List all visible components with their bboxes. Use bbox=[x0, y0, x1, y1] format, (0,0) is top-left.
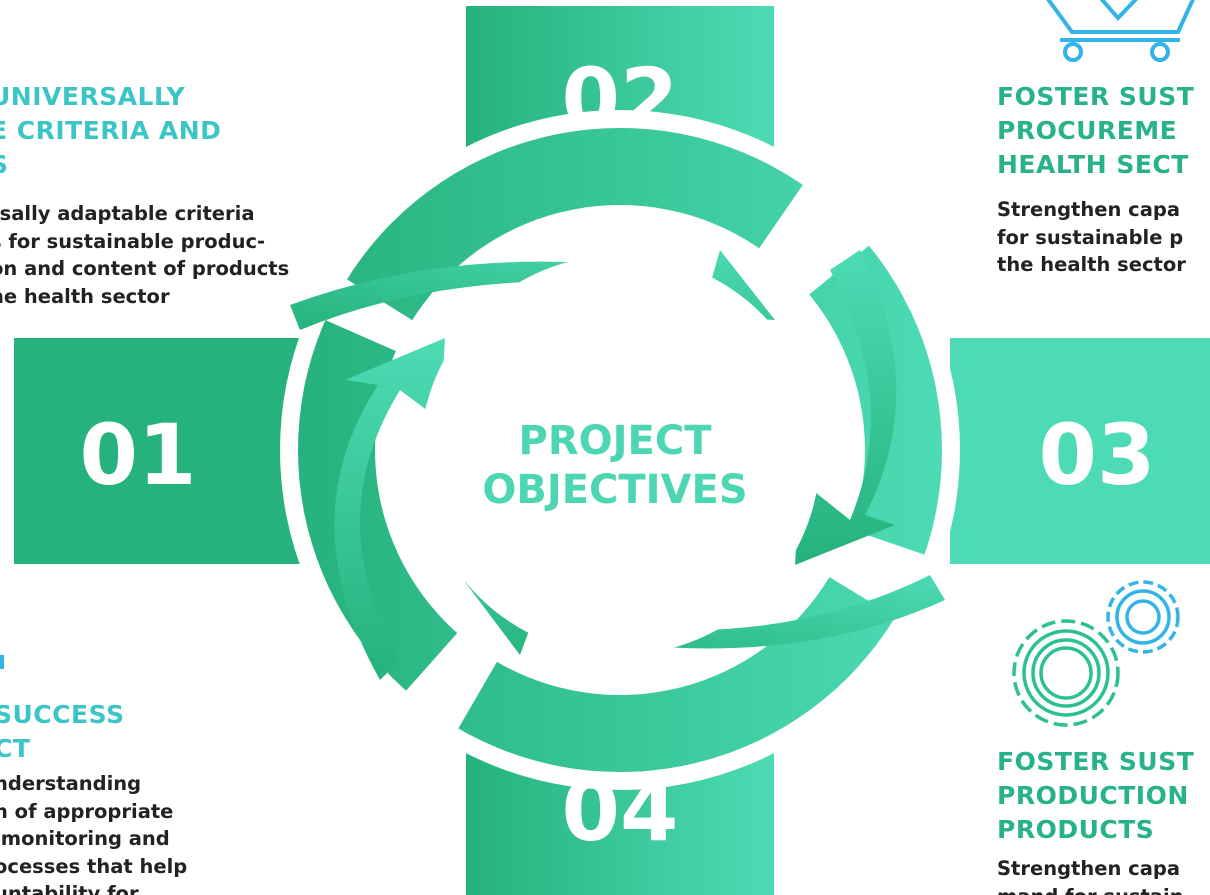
number-01: 01 bbox=[80, 406, 197, 504]
objective-02-title: FOSTER SUST PROCUREME HEALTH SECT bbox=[997, 82, 1195, 179]
number-02: 02 bbox=[562, 50, 679, 148]
objective-01-description: rsally adaptable criteria s for sustaina… bbox=[0, 202, 290, 308]
objective-03-title: FOSTER SUST PRODUCTION PRODUCTS bbox=[997, 747, 1195, 844]
objective-04-title: SUCCESS CT bbox=[0, 700, 125, 763]
objective-03-description: Strengthen capa mand for sustain bbox=[997, 857, 1184, 895]
objective-02-text: FOSTER SUST PROCUREME HEALTH SECT Streng… bbox=[997, 80, 1194, 279]
gears-icon bbox=[1012, 619, 1120, 727]
objective-01-text: UNIVERSALLY E CRITERIA AND S rsally adap… bbox=[0, 80, 289, 310]
block-03 bbox=[950, 338, 1210, 564]
objective-02-description: Strengthen capa for sustainable p the he… bbox=[997, 198, 1186, 276]
arrow-right bbox=[795, 250, 897, 565]
objective-01-title: UNIVERSALLY E CRITERIA AND S bbox=[0, 82, 222, 179]
number-03: 03 bbox=[1039, 406, 1156, 504]
objective-03-text: FOSTER SUST PRODUCTION PRODUCTS Strength… bbox=[997, 745, 1194, 895]
bar-icon bbox=[0, 655, 4, 669]
objective-04-text: SUCCESS CT nderstanding n of appropriate… bbox=[0, 698, 187, 895]
objective-04-description: nderstanding n of appropriate monitoring… bbox=[0, 772, 188, 895]
small-gear-icon bbox=[1106, 580, 1180, 654]
arrow-left bbox=[334, 338, 445, 680]
center-title-line2: OBJECTIVES bbox=[482, 467, 747, 513]
number-04: 04 bbox=[562, 762, 679, 860]
shopping-cart-heart-icon bbox=[1046, 0, 1195, 62]
center-title-line1: PROJECT bbox=[519, 418, 713, 464]
